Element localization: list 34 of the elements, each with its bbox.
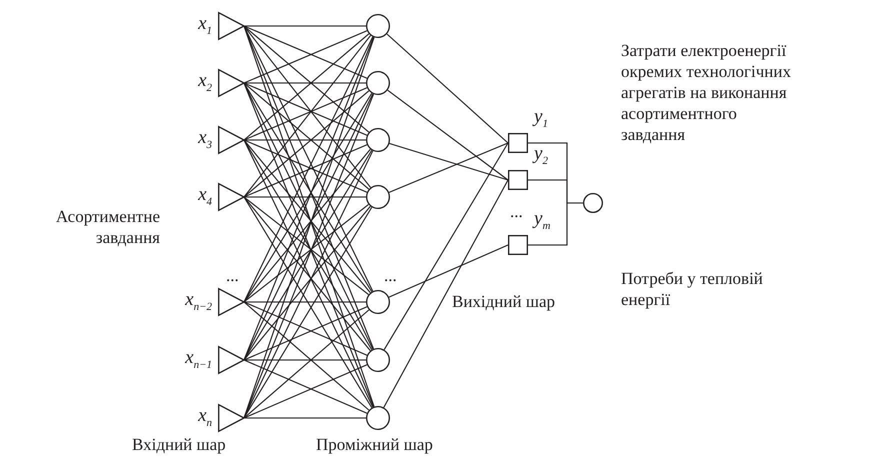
connection-line bbox=[244, 82, 366, 84]
connection-line bbox=[244, 301, 366, 303]
connection-line bbox=[388, 142, 508, 193]
input-variable: x$_{n−1}$ bbox=[185, 348, 212, 371]
output-description: Потреби у тепловій енергії bbox=[621, 268, 764, 310]
output-description: Затрати електроенергії окремих технологічних агрегатів на виконання асортиментного завдання bbox=[621, 40, 792, 145]
input-variable: x$_{n}$ bbox=[198, 406, 212, 429]
output-variable: y$_{1}$ bbox=[534, 107, 548, 130]
ellipsis: ... bbox=[510, 201, 524, 222]
input-variable: x$_{n−2}$ bbox=[185, 290, 212, 313]
output-variable: y$_{m}$ bbox=[534, 209, 550, 232]
input-variable: x$_{4}$ bbox=[198, 185, 212, 208]
layer-label: Вихідний шар bbox=[452, 291, 556, 312]
connection-line bbox=[244, 196, 366, 198]
input-variable: x$_{1}$ bbox=[198, 14, 212, 37]
connection-line bbox=[384, 142, 508, 350]
connection-line bbox=[383, 180, 508, 408]
input-variable: x$_{2}$ bbox=[198, 71, 212, 94]
connection-line bbox=[388, 244, 508, 298]
connection-line bbox=[244, 25, 366, 27]
layer-label: Вхідний шар bbox=[132, 434, 227, 455]
output-variable: y$_{2}$ bbox=[534, 144, 548, 167]
connection-line bbox=[244, 417, 366, 419]
connection-line bbox=[244, 139, 366, 141]
connection-line bbox=[528, 202, 583, 246]
layer-label: Проміжний шар bbox=[316, 434, 434, 455]
input-variable: x$_{3}$ bbox=[198, 128, 212, 151]
connection-line bbox=[386, 34, 508, 144]
connection-line bbox=[387, 90, 508, 180]
connection-line bbox=[389, 143, 508, 181]
ellipsis: ... bbox=[384, 265, 398, 286]
connection-line bbox=[244, 359, 366, 361]
input-description: Асортиментне завдання bbox=[54, 206, 160, 248]
ellipsis: ... bbox=[226, 265, 240, 286]
